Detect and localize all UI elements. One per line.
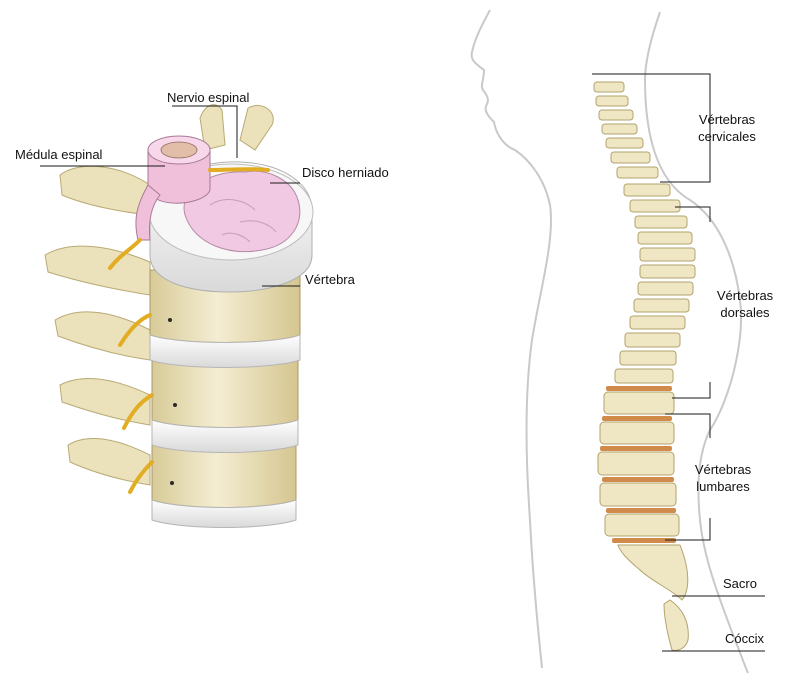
- label-cervicales-line2: cervicales: [684, 128, 770, 145]
- label-lumbares-line1: Vértebras: [688, 461, 758, 478]
- label-dorsales-line1: Vértebras: [705, 287, 785, 304]
- spine-illustration: [594, 82, 695, 651]
- face-profile: [472, 10, 551, 668]
- label-dorsales-line2: dorsales: [705, 304, 785, 321]
- label-vertebras-dorsales: Vértebras dorsales: [705, 287, 785, 321]
- label-medula-espinal: Médula espinal: [15, 147, 102, 163]
- label-lumbares-line2: lumbares: [688, 478, 758, 495]
- label-vertebras-cervicales: Vértebras cervicales: [684, 111, 770, 145]
- label-cervicales-line1: Vértebras: [684, 111, 770, 128]
- label-disco-herniado: Disco herniado: [302, 165, 389, 181]
- label-vertebra: Vértebra: [305, 272, 355, 288]
- body-silhouette: [472, 10, 748, 673]
- label-vertebras-lumbares: Vértebras lumbares: [688, 461, 758, 495]
- label-coccix: Cóccix: [725, 631, 764, 647]
- sacrum: [618, 545, 688, 600]
- label-sacro: Sacro: [723, 576, 757, 592]
- coccyx: [664, 600, 688, 651]
- thoracic-vertebrae: [615, 184, 695, 383]
- vertebral-bodies: [150, 270, 300, 508]
- label-nervio-espinal: Nervio espinal: [167, 90, 249, 106]
- vertebral-column-illustration: [45, 105, 313, 528]
